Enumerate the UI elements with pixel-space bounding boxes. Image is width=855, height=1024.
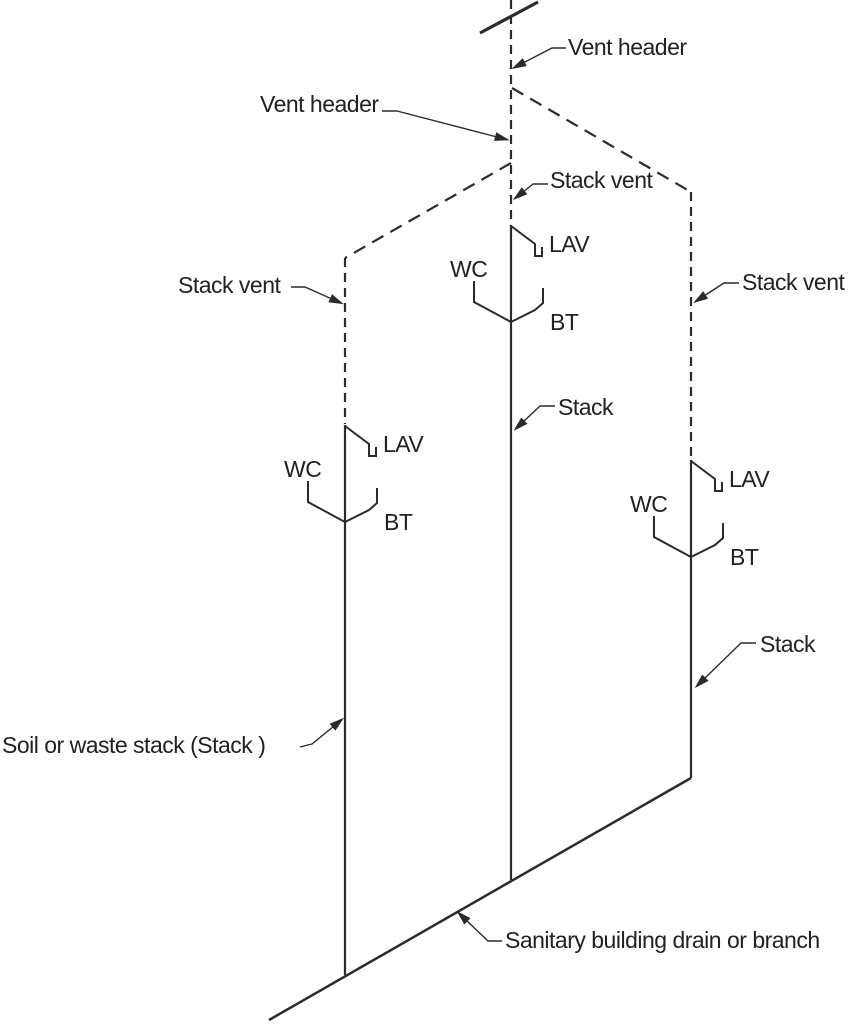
leader-stack-vent-center (512, 183, 548, 201)
leader-stack-right (694, 642, 756, 689)
vent-branch-right-dashed (511, 87, 692, 193)
building-drain-line (268, 776, 692, 1022)
leader-stack-center (513, 405, 555, 431)
label-stack-right: Stack (760, 631, 816, 657)
label-soil-or-waste-stack: Soil or waste stack (Stack ) (2, 732, 265, 758)
label-vent-header-left: Vent header (260, 91, 379, 117)
label-sanitary-drain: Sanitary building drain or branch (505, 927, 820, 953)
label-bt-right: BT (730, 544, 759, 570)
label-vent-header-top: Vent header (568, 34, 687, 60)
pipe-break-mark (479, 0, 539, 35)
label-stack-vent-left: Stack vent (178, 272, 281, 298)
label-wc-right: WC (630, 491, 667, 517)
label-stack-vent-right: Stack vent (742, 269, 845, 295)
label-wc-center: WC (450, 256, 487, 282)
label-lav-right: LAV (729, 466, 770, 492)
leader-sanitary-drain (456, 911, 502, 942)
leader-stack-vent-left (291, 286, 344, 305)
leader-stack-vent-right (693, 282, 739, 304)
label-lav-center: LAV (549, 231, 590, 257)
leader-soil-stack (299, 717, 345, 748)
label-stack-vent-center: Stack vent (550, 167, 653, 193)
vent-branch-left-dashed (344, 162, 512, 259)
label-bt-left: BT (384, 509, 413, 535)
leader-vent-header-top (511, 47, 566, 69)
label-bt-center: BT (550, 309, 579, 335)
label-wc-left: WC (284, 456, 321, 482)
label-lav-left: LAV (383, 431, 424, 457)
leader-vent-header-left (382, 110, 510, 141)
label-stack-center: Stack (558, 394, 614, 420)
